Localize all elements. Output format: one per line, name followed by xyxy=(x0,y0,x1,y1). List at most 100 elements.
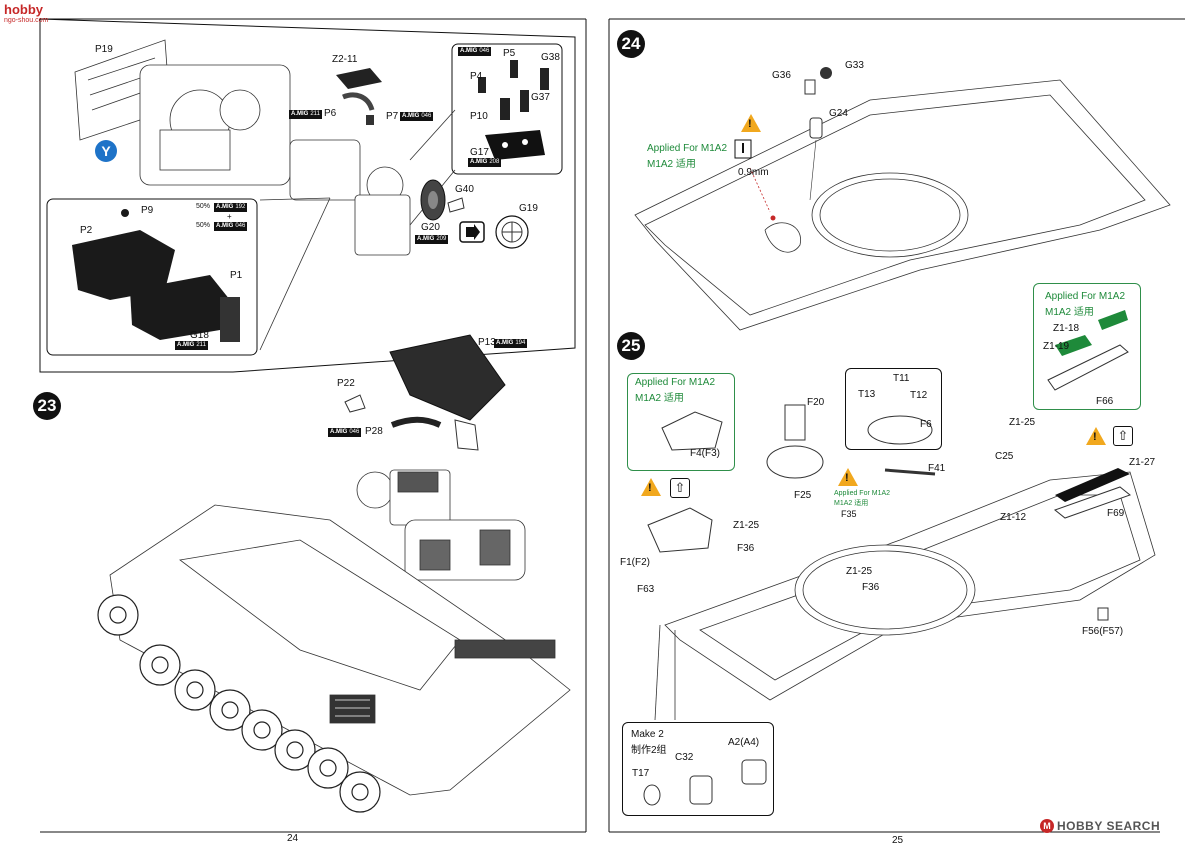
label-z1-25-b: Z1-25 xyxy=(733,520,760,531)
p5-group xyxy=(478,60,549,160)
box2-applied-cn: M1A2 适用 xyxy=(1045,307,1094,318)
hull-sketch xyxy=(109,504,571,796)
label-f20: F20 xyxy=(807,397,825,408)
logo-mark-icon: M xyxy=(1040,819,1054,833)
step23-drawings xyxy=(72,39,571,813)
sub-assembly-y-marker: Y xyxy=(95,140,117,162)
label-f41: F41 xyxy=(928,463,946,474)
t11-detail-box xyxy=(845,368,942,450)
step24-25-drawings xyxy=(634,67,1171,806)
step24-applied-en: Applied For M1A2 xyxy=(647,143,728,154)
label-drill-size: 0.9mm xyxy=(738,167,769,178)
page-number-left: 24 xyxy=(287,833,299,844)
label-f6: F6 xyxy=(920,419,932,430)
part-p13 xyxy=(389,334,506,421)
label-f69: F69 xyxy=(1107,508,1125,519)
label-p2: P2 xyxy=(80,225,93,236)
make-2-en: Make 2 xyxy=(631,729,664,740)
label-z1-27: Z1-27 xyxy=(1129,457,1156,468)
watermark: hobby ngo-shou.com xyxy=(4,2,48,24)
label-g40: G40 xyxy=(455,184,474,195)
label-g36: G36 xyxy=(772,70,791,81)
label-p4: P4 xyxy=(470,71,483,82)
label-f4: F4(F3) xyxy=(690,448,720,459)
label-f25: F25 xyxy=(794,490,812,501)
label-z1-25-a: Z1-25 xyxy=(1009,417,1036,428)
label-z1-19: Z1-19 xyxy=(1043,341,1070,352)
label-f36-a: F36 xyxy=(737,543,755,554)
label-t13: T13 xyxy=(858,389,876,400)
watermark-url: ngo-shou.com xyxy=(4,17,49,24)
flip-arrow-icon-25b: ⇧ xyxy=(670,478,690,498)
applied-m1a2-box-2 xyxy=(1033,283,1141,410)
warning-icon-24: ! xyxy=(741,114,761,132)
step-25-number: 25 xyxy=(617,332,645,360)
label-g24: G24 xyxy=(829,108,848,119)
label-g20: G20 xyxy=(421,222,440,233)
warning-icon-25b: ! xyxy=(641,478,661,496)
label-f1: F1(F2) xyxy=(620,557,650,568)
engine-sketch xyxy=(139,64,411,256)
step-23-number: 23 xyxy=(33,392,61,420)
label-t12: T12 xyxy=(910,390,928,401)
flip-arrow-icon-25c: ⇧ xyxy=(1113,426,1133,446)
box1-applied-cn: M1A2 适用 xyxy=(635,393,684,404)
hobby-search-logo: M HOBBY SEARCH xyxy=(1040,819,1160,833)
label-c32: C32 xyxy=(675,752,694,763)
label-g37: G37 xyxy=(531,92,550,103)
watermark-logo: hobby xyxy=(4,2,43,17)
label-g38: G38 xyxy=(541,52,560,63)
label-a2: A2(A4) xyxy=(728,737,760,748)
label-f66: F66 xyxy=(1096,396,1114,407)
label-p7: P7 xyxy=(386,111,399,122)
label-f63: F63 xyxy=(637,584,655,595)
label-p9: P9 xyxy=(141,205,154,216)
label-p13: P13 xyxy=(478,337,496,348)
label-p6: P6 xyxy=(324,108,337,119)
label-50pct-b: 50% xyxy=(196,222,211,229)
step-24-number: 24 xyxy=(617,30,645,58)
road-wheels xyxy=(97,594,381,813)
label-t17: T17 xyxy=(632,768,650,779)
label-z2-11: Z2-11 xyxy=(332,54,358,65)
label-g33: G33 xyxy=(845,60,864,71)
label-f56: F56(F57) xyxy=(1082,626,1124,637)
label-p19: P19 xyxy=(95,44,113,55)
label-g19: G19 xyxy=(519,203,538,214)
small-applied-en: Applied For M1A2 xyxy=(834,490,891,497)
label-p1: P1 xyxy=(230,270,243,281)
label-z1-25-c: Z1-25 xyxy=(846,566,873,577)
label-p22: P22 xyxy=(337,378,355,389)
label-50pct-a: 50% xyxy=(196,203,211,210)
hull-top-step24 xyxy=(634,79,1171,331)
label-plus: + xyxy=(227,212,232,221)
make-2-cn: 制作2组 xyxy=(631,745,667,756)
label-z1-12: Z1-12 xyxy=(1000,512,1027,523)
part-z2-11 xyxy=(336,68,382,89)
box2-applied-en: Applied For M1A2 xyxy=(1045,291,1126,302)
page-number-right: 25 xyxy=(892,835,904,846)
make-2-box xyxy=(622,722,774,816)
label-p10: P10 xyxy=(470,111,488,122)
small-applied-cn: M1A2 适用 xyxy=(834,500,869,507)
label-g17: G17 xyxy=(470,147,489,158)
label-p5: P5 xyxy=(503,48,516,59)
box1-applied-en: Applied For M1A2 xyxy=(635,377,716,388)
hull-step25 xyxy=(654,471,1156,721)
warning-icon-25c: ! xyxy=(1086,427,1106,445)
label-c25: C25 xyxy=(995,451,1014,462)
part-p1-p2 xyxy=(72,209,240,342)
label-f35: F35 xyxy=(841,509,857,519)
logo-text: HOBBY SEARCH xyxy=(1057,819,1161,833)
label-p28: P28 xyxy=(365,426,383,437)
label-z1-18: Z1-18 xyxy=(1053,323,1080,334)
